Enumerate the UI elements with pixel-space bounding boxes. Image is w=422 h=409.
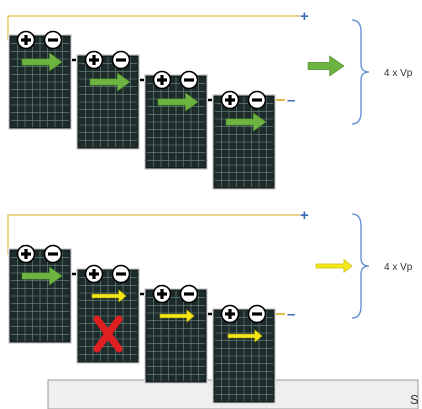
minus-terminal-icon xyxy=(43,30,63,50)
current-arrow xyxy=(225,112,267,132)
plus-terminal-icon-plus-v xyxy=(92,269,96,279)
result-arrow xyxy=(315,258,353,274)
voltage-label: 4 x Vp xyxy=(384,68,413,79)
voltage-brace xyxy=(351,213,370,319)
minus-terminal-icon xyxy=(247,304,267,324)
plus-terminal-icon xyxy=(152,70,172,90)
current-arrow xyxy=(21,266,63,286)
minus-terminal-icon-minus-h xyxy=(116,272,126,276)
minus-terminal-icon xyxy=(179,284,199,304)
plus-terminal-icon xyxy=(16,30,36,50)
panel-0-1 xyxy=(76,50,140,150)
minus-terminal-icon xyxy=(247,90,267,110)
minus-terminal-icon-minus-h xyxy=(184,292,194,296)
voltage-brace xyxy=(351,19,370,125)
plus-terminal-icon xyxy=(84,50,104,70)
current-arrow xyxy=(157,92,199,112)
plus-terminal-icon xyxy=(220,90,240,110)
minus-terminal-icon xyxy=(179,70,199,90)
minus-terminal-icon-minus-h xyxy=(48,38,58,42)
current-arrow xyxy=(21,52,63,72)
minus-terminal-icon-minus-h xyxy=(48,252,58,256)
voltage-label: 4 x Vp xyxy=(384,262,413,273)
plus-terminal-icon xyxy=(220,304,240,324)
plus-terminal-icon xyxy=(152,284,172,304)
plus-terminal-icon-plus-v xyxy=(24,35,28,45)
plus-terminal-icon-plus-v xyxy=(228,309,232,319)
plus-terminal-icon-plus-v xyxy=(24,249,28,259)
panel-1-1 xyxy=(76,264,140,364)
current-arrow xyxy=(91,289,127,303)
minus-terminal-icon xyxy=(111,264,131,284)
minus-terminal-icon xyxy=(43,244,63,264)
plus-terminal-icon-plus-v xyxy=(92,55,96,65)
minus-terminal-icon xyxy=(111,50,131,70)
current-arrow xyxy=(159,309,195,323)
minus-terminal-icon-minus-h xyxy=(252,312,262,316)
positive-terminal-label: + xyxy=(300,207,309,224)
plus-terminal-icon-plus-v xyxy=(228,95,232,105)
minus-terminal-icon-minus-h xyxy=(116,58,126,62)
current-arrow xyxy=(89,72,131,92)
result-arrow xyxy=(307,55,345,77)
negative-terminal-label: – xyxy=(287,92,295,109)
panel-0-2 xyxy=(144,70,208,170)
plus-terminal-icon xyxy=(16,244,36,264)
panel-1-2 xyxy=(144,284,208,384)
positive-terminal-label: + xyxy=(300,8,309,25)
footer-box-text: S xyxy=(410,392,419,407)
plus-terminal-icon xyxy=(84,264,104,284)
panel-0-0 xyxy=(8,30,72,130)
minus-terminal-icon-minus-h xyxy=(252,98,262,102)
minus-terminal-icon-minus-h xyxy=(184,78,194,82)
panel-0-3 xyxy=(212,90,276,190)
fault-cross-icon xyxy=(93,315,123,353)
panel-1-3 xyxy=(212,304,276,404)
current-arrow xyxy=(227,329,263,343)
panel-1-0 xyxy=(8,244,72,344)
negative-terminal-label: – xyxy=(287,306,295,323)
plus-terminal-icon-plus-v xyxy=(160,289,164,299)
plus-terminal-icon-plus-v xyxy=(160,75,164,85)
